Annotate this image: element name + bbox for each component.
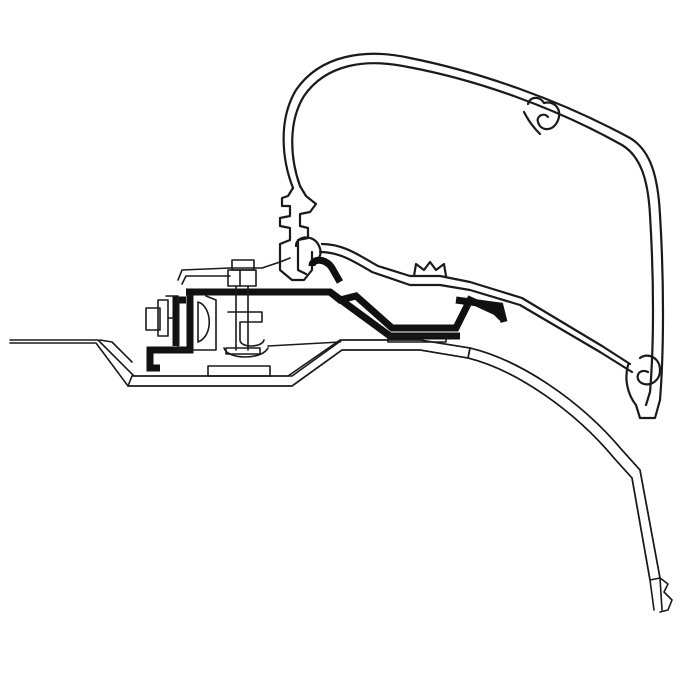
gutter-clamp-bolt [145, 299, 179, 337]
cassette-neck-inner [296, 184, 318, 276]
seal-strip [387, 335, 447, 343]
clamp-gap-line [267, 341, 341, 347]
cassette-neck [278, 186, 314, 282]
clamp-plate [165, 295, 217, 351]
clamp-lower-bracket [227, 311, 265, 347]
adapter-rail-left-leg [146, 292, 194, 372]
hex-nut-middle [227, 269, 257, 287]
bottom-clip-hook [636, 354, 662, 386]
clamp-base-plate [207, 365, 271, 377]
clamp-foot [223, 347, 269, 358]
roof-left-lip [99, 339, 133, 363]
roof-skin-outer [9, 339, 663, 611]
adapter-rail-end-tab [455, 296, 508, 323]
vehicle-roof-panel [9, 335, 673, 613]
top-clip-lip [522, 110, 542, 136]
roof-skin-inner [9, 342, 655, 611]
adapter-rail-main [186, 288, 505, 332]
bolt-washer [225, 347, 261, 355]
adapter-rail-hook [308, 256, 344, 284]
cassette-inner-shell [291, 62, 655, 407]
cassette-lower-profile [318, 250, 634, 374]
profile-notch [412, 260, 448, 278]
clamp-bracket-inner [181, 275, 231, 285]
adapter-rail-clamp [172, 296, 186, 346]
hatched-roof-curve [467, 347, 661, 581]
clamp-jaw [197, 301, 211, 343]
awning-cassette-housing [278, 52, 665, 420]
vertical-hex-bolt [225, 259, 261, 355]
gutter-clamp-assembly [145, 257, 291, 358]
cassette-outer-shell [282, 52, 665, 420]
side-bolt-head [145, 307, 161, 331]
cassette-lower-profile-inner [320, 242, 632, 366]
clamp-bracket-outer [177, 257, 291, 281]
top-clip-hook [526, 96, 561, 131]
roof-end-flange [659, 577, 673, 613]
